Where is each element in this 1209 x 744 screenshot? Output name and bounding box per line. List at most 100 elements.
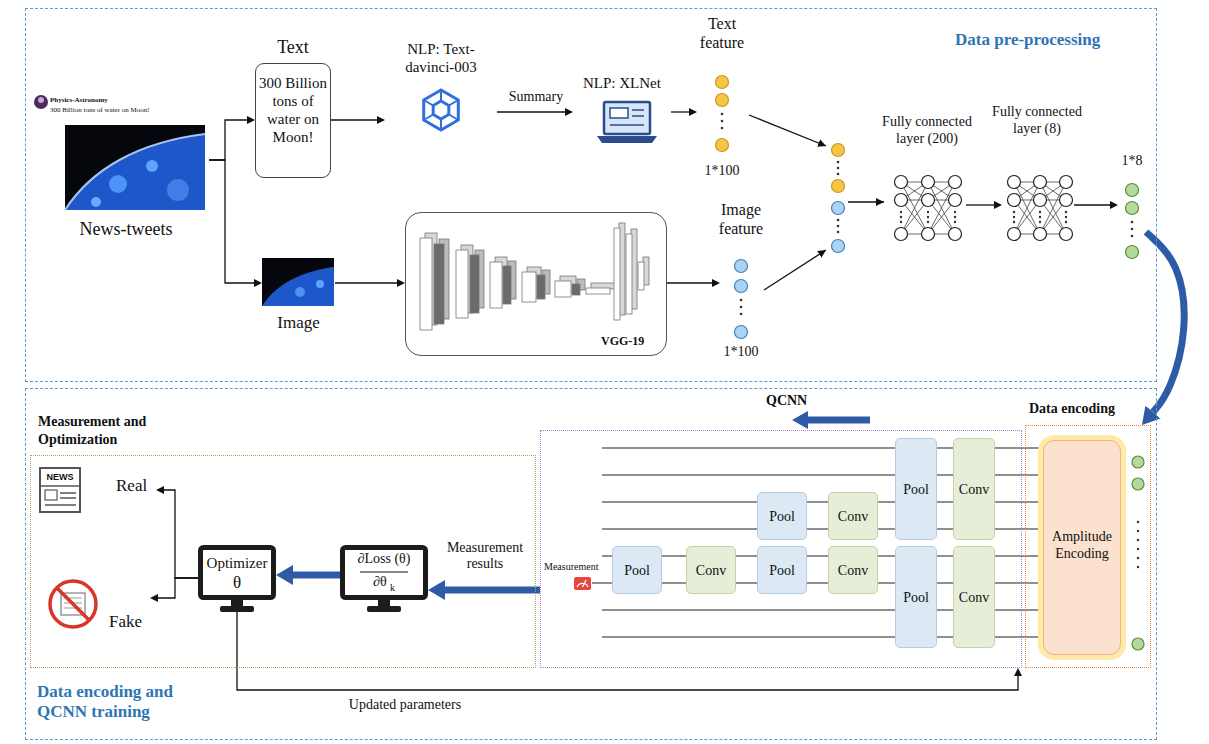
neuron — [1060, 228, 1073, 241]
monitor-box: ∂Loss (θ)∂θk — [340, 545, 428, 612]
dense-network — [895, 176, 1073, 241]
fc-layer — [638, 262, 644, 290]
neuron — [949, 176, 962, 189]
feature-dot — [1126, 184, 1139, 197]
text-feature-vector — [716, 76, 729, 152]
feature-dot — [716, 76, 729, 89]
block-label: Conv — [829, 508, 877, 525]
monitor-icon — [378, 600, 390, 606]
neuron — [922, 194, 935, 207]
measurement-meter — [574, 577, 591, 590]
concat-arrow — [764, 250, 826, 290]
feature-dot — [1132, 638, 1144, 650]
flow-arrow — [293, 572, 340, 579]
stage-region: Data encodingAmplitude Encoding — [1025, 425, 1151, 668]
block-label: Conv — [687, 562, 735, 579]
cnn-box: VGG-19 — [405, 212, 667, 356]
laptop-icon — [597, 102, 657, 143]
ellipsis-dot — [837, 219, 840, 222]
ellipsis-dot — [901, 212, 1066, 222]
monitor-icon — [343, 548, 426, 598]
monitor-box: Optimizerθ — [198, 545, 276, 612]
tweet-illustration — [34, 95, 205, 210]
block-label: Conv — [829, 562, 877, 579]
ellipsis-dot — [837, 161, 840, 164]
annotation-label: Measurement — [544, 561, 604, 572]
cnn-layer — [555, 281, 571, 297]
cnn-layer — [470, 255, 479, 313]
feature-vector: Text feature1*100 — [697, 72, 747, 158]
connector — [497, 111, 565, 112]
laptop-icon — [610, 108, 628, 118]
dimension-label: 1*100 — [684, 162, 760, 179]
feature-dot — [1126, 246, 1139, 259]
fc-layer — [626, 234, 632, 314]
ellipsis-dot — [837, 173, 840, 176]
news-icon — [45, 490, 57, 500]
conv-block: Conv — [828, 492, 878, 540]
text-box: Text300 Billion tons of water on Moon! — [255, 63, 331, 178]
model-block: NLP: XLNet — [573, 74, 671, 150]
dense-layer: Fully connected layer (200) — [888, 165, 966, 247]
panel: Data pre-processingPhysics-Astronomy300 … — [25, 8, 1157, 382]
monitor-icon — [201, 548, 426, 613]
flow-arrow — [1146, 232, 1184, 412]
fc-layer — [614, 228, 620, 320]
neuron — [922, 176, 935, 189]
moon-rim — [65, 134, 205, 210]
connector — [158, 578, 198, 598]
ellipsis-dot — [721, 120, 724, 123]
node-caption: Image — [257, 313, 340, 333]
pool-block: Pool — [757, 492, 807, 540]
tweet-author: Physics-Astronomy — [50, 96, 200, 104]
output-vector: 1*8 — [1118, 178, 1146, 266]
moon-crater — [109, 175, 127, 193]
neuron — [922, 228, 935, 241]
ellipsis-dot — [1131, 228, 1134, 231]
class-output: NEWSReal — [38, 466, 156, 514]
edge-label: Measurement results — [435, 540, 535, 572]
cnn-layer — [586, 288, 610, 294]
concat-arrow — [749, 115, 826, 146]
panel-title: Data encoding and QCNN training — [37, 682, 222, 722]
cnn-layer — [434, 244, 444, 324]
neuron — [949, 194, 962, 207]
dimension-label: 1*8 — [1104, 152, 1160, 169]
dense-links — [901, 182, 955, 234]
connector — [671, 111, 689, 112]
ellipsis-dot — [837, 225, 840, 228]
connector — [335, 282, 397, 283]
fake-news-icon — [50, 581, 96, 627]
edge-label: Updated parameters — [330, 697, 480, 713]
ellipsis-dot — [1131, 221, 1134, 224]
ellipsis-dot — [837, 167, 840, 170]
fraction-bar — [360, 571, 408, 572]
cnn-layer — [420, 238, 432, 330]
moon-photo — [262, 258, 334, 306]
neuron — [1008, 228, 1021, 241]
concat-arrow — [848, 201, 884, 202]
region-title: Data encoding — [1029, 400, 1147, 417]
feature-dot — [716, 139, 729, 152]
concat-arrows — [749, 115, 884, 290]
ellipsis-dot — [1137, 522, 1139, 567]
formula-subscript: k — [390, 582, 402, 594]
cnn-layer — [572, 284, 580, 295]
feature-dot — [832, 144, 845, 157]
feature-vector: Image feature1*100 — [720, 255, 762, 345]
feature-dot — [735, 280, 748, 293]
image-block: Image — [262, 257, 335, 347]
neuron — [895, 194, 908, 207]
measurement-meter — [574, 577, 591, 590]
connector — [209, 120, 247, 160]
news-icon — [40, 468, 80, 512]
feature-dot — [1132, 456, 1144, 468]
neuron — [895, 176, 1073, 241]
image-thumbnail — [262, 258, 334, 306]
node-heading: Image feature — [706, 200, 776, 238]
node-text: θ — [200, 573, 274, 593]
class-label: Real — [116, 476, 156, 496]
monitor-icon — [201, 548, 274, 598]
node-label: VGG-19 — [601, 334, 661, 348]
dense-links — [1014, 182, 1066, 234]
